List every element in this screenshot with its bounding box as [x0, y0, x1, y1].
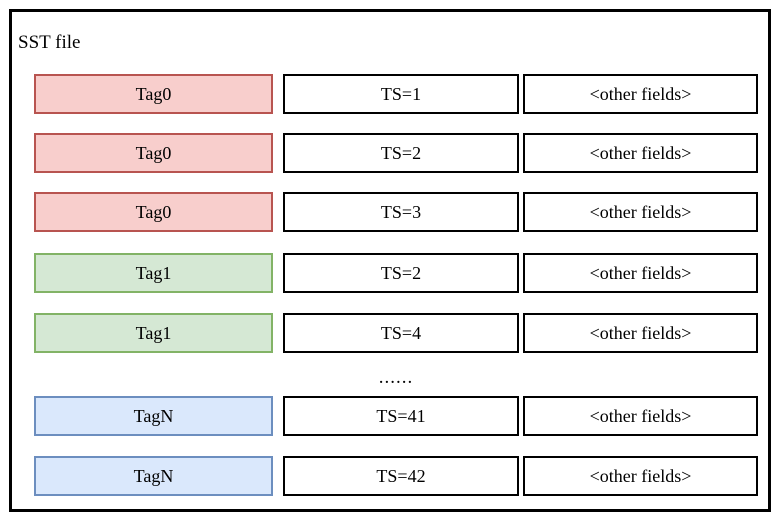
sst-file-label: SST file [18, 32, 81, 53]
tag-cell: TagN [34, 456, 273, 496]
timestamp-cell: TS=3 [283, 192, 519, 232]
table-row: Tag1 TS=4 <other fields> [34, 313, 758, 353]
other-fields-cell: <other fields> [523, 253, 758, 293]
table-row: TagN TS=42 <other fields> [34, 456, 758, 496]
tag-cell: Tag1 [34, 313, 273, 353]
ellipsis-separator: ...... [378, 367, 414, 388]
table-row: Tag0 TS=1 <other fields> [34, 74, 758, 114]
other-fields-cell: <other fields> [523, 133, 758, 173]
other-fields-cell: <other fields> [523, 74, 758, 114]
timestamp-cell: TS=42 [283, 456, 519, 496]
timestamp-cell: TS=1 [283, 74, 519, 114]
table-row: TagN TS=41 <other fields> [34, 396, 758, 436]
other-fields-cell: <other fields> [523, 192, 758, 232]
sst-file-container: SST file Tag0 TS=1 <other fields> Tag0 T… [9, 9, 771, 512]
tag-cell: Tag1 [34, 253, 273, 293]
other-fields-cell: <other fields> [523, 313, 758, 353]
tag-cell: Tag0 [34, 74, 273, 114]
table-row: Tag0 TS=3 <other fields> [34, 192, 758, 232]
timestamp-cell: TS=2 [283, 133, 519, 173]
tag-cell: TagN [34, 396, 273, 436]
other-fields-cell: <other fields> [523, 396, 758, 436]
table-row: Tag1 TS=2 <other fields> [34, 253, 758, 293]
table-row: Tag0 TS=2 <other fields> [34, 133, 758, 173]
other-fields-cell: <other fields> [523, 456, 758, 496]
tag-cell: Tag0 [34, 133, 273, 173]
timestamp-cell: TS=4 [283, 313, 519, 353]
timestamp-cell: TS=2 [283, 253, 519, 293]
tag-cell: Tag0 [34, 192, 273, 232]
timestamp-cell: TS=41 [283, 396, 519, 436]
